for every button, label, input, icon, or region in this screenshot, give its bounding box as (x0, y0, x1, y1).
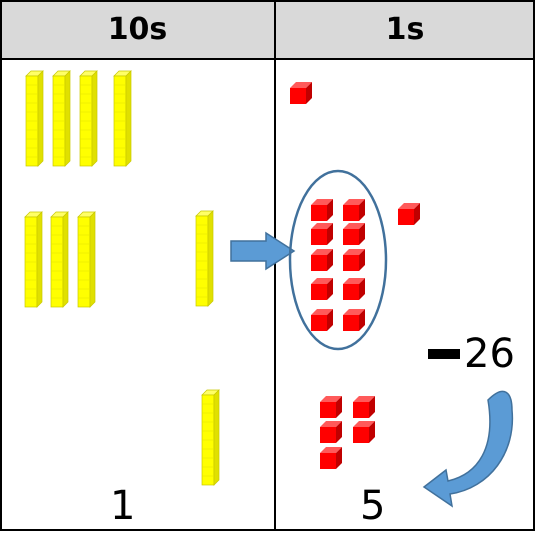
unit-cube (343, 223, 365, 245)
unit-cube (311, 223, 333, 245)
curved-arrow-icon (422, 390, 514, 508)
unit-cube (320, 447, 342, 469)
result-ten-rod (201, 389, 220, 486)
unit-cube (320, 421, 342, 443)
unit-cube (353, 396, 375, 418)
unit-cube (311, 278, 333, 300)
ten-rod (52, 70, 71, 167)
unit-cube (311, 199, 333, 221)
ten-rod (24, 211, 43, 308)
unit-cube (398, 203, 420, 225)
ten-rod (50, 211, 69, 308)
regrouped-cubes (311, 199, 365, 331)
subtraction-label: 26 (464, 331, 515, 377)
unit-cube (311, 249, 333, 271)
tens-column-header: 10s (107, 12, 168, 47)
unit-cube (353, 421, 375, 443)
tens-group-middle (24, 211, 96, 308)
tens-group-top (25, 70, 132, 167)
ones-result-digit: 5 (360, 483, 386, 529)
unit-cube (343, 278, 365, 300)
remaining-cubes (320, 396, 375, 469)
unit-cube (320, 396, 342, 418)
ten-rod (113, 70, 132, 167)
unit-cube (343, 249, 365, 271)
unit-cube (343, 309, 365, 331)
ten-rod (25, 70, 44, 167)
regroup-ellipse (288, 169, 388, 351)
ten-rod (79, 70, 98, 167)
ones-column-header: 1s (385, 12, 425, 47)
tens-result-digit: 1 (110, 483, 136, 529)
unit-cube (290, 82, 312, 104)
minus-icon (428, 349, 460, 359)
unit-cube (343, 199, 365, 221)
exchanged-ten-rod (195, 210, 214, 307)
ten-rod (77, 211, 96, 308)
header-row (1, 1, 534, 59)
unit-cube (311, 309, 333, 331)
right-arrow-icon (230, 231, 296, 271)
